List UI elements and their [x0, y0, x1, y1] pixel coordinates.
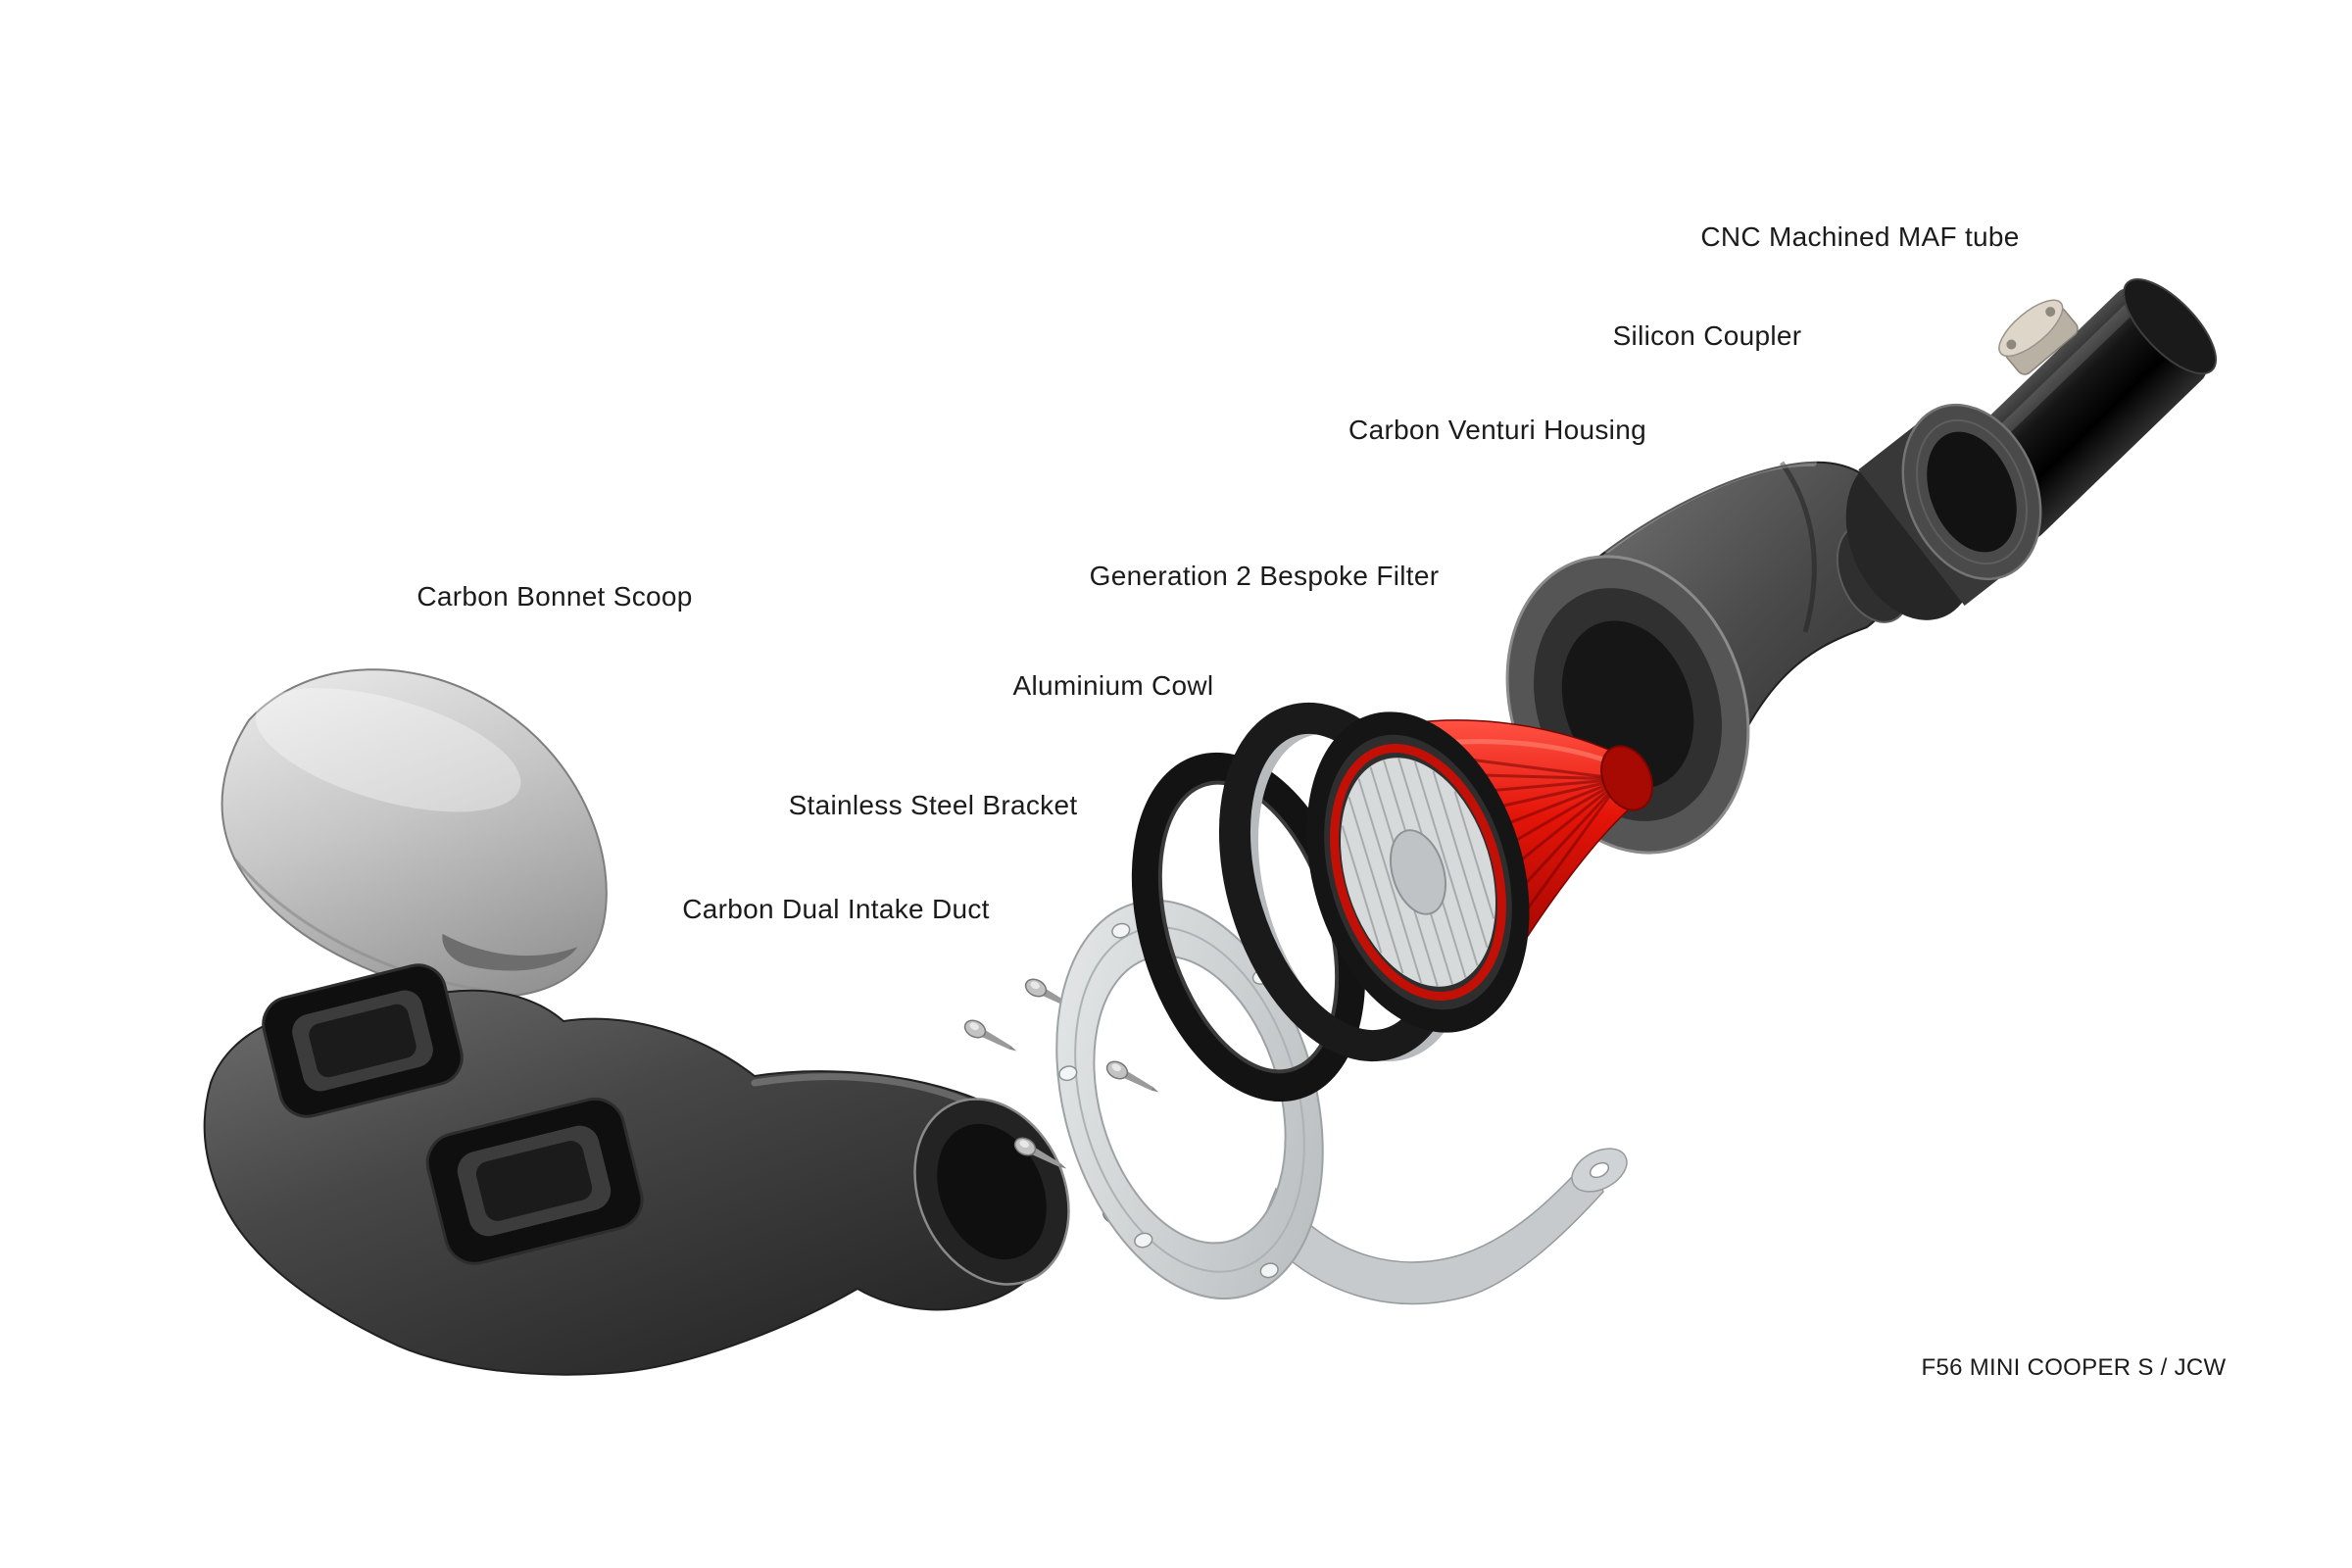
label-silicon-coupler: Silicon Coupler: [1612, 320, 1802, 351]
label-bonnet-scoop: Carbon Bonnet Scoop: [416, 581, 693, 612]
duct-seal-rear: [425, 1097, 644, 1265]
bracket-graphic: [1055, 900, 1628, 1305]
label-intake-duct: Carbon Dual Intake Duct: [682, 894, 990, 924]
label-maf-tube: CNC Machined MAF tube: [1700, 221, 2020, 252]
filter-graphic: [1306, 711, 1653, 1033]
intake-duct-graphic: [203, 963, 1070, 1376]
label-aluminium-cowl: Aluminium Cowl: [1012, 670, 1214, 701]
caption-vehicle-model: F56 MINI COOPER S / JCW: [1921, 1354, 2227, 1381]
label-bespoke-filter: Generation 2 Bespoke Filter: [1089, 561, 1440, 591]
bonnet-scoop-graphic: [220, 668, 608, 998]
maf-sensor-bung: [1998, 299, 2079, 375]
duct-seal-front: [262, 963, 464, 1118]
label-venturi-housing: Carbon Venturi Housing: [1348, 415, 1646, 445]
coupler-graphic: [1845, 403, 2042, 620]
label-steel-bracket: Stainless Steel Bracket: [788, 790, 1078, 820]
